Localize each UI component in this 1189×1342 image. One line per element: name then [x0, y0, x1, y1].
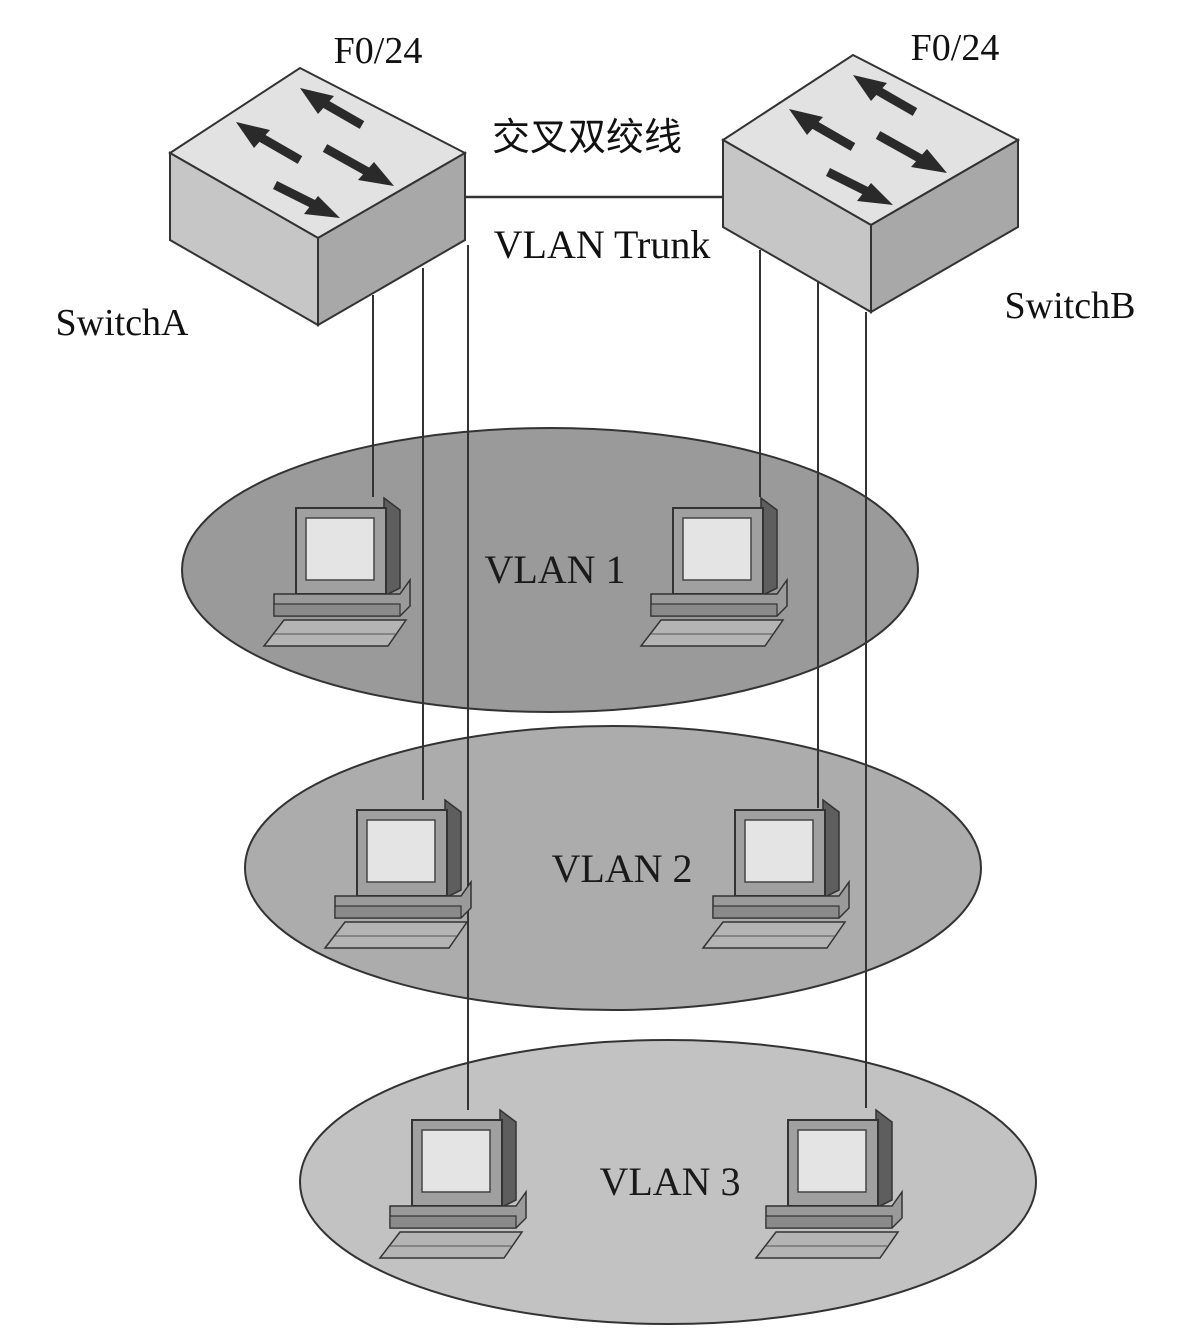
switch-b-port-label: F0/24	[911, 27, 1000, 69]
vlan-3-label: VLAN 3	[599, 1159, 740, 1204]
switch-a-name: SwitchA	[56, 302, 190, 344]
switch-a-icon	[170, 68, 465, 325]
switch-a-port-label: F0/24	[334, 30, 423, 72]
access-links	[372, 245, 867, 1110]
vlan-1-label: VLAN 1	[484, 547, 625, 592]
switch-b-name: SwitchB	[1005, 285, 1136, 327]
vlan-2-label: VLAN 2	[551, 846, 692, 891]
cable-type-label: 交叉双绞线	[492, 115, 682, 159]
switch-b-icon	[723, 55, 1018, 312]
trunk-mode-label: VLAN Trunk	[494, 222, 711, 267]
